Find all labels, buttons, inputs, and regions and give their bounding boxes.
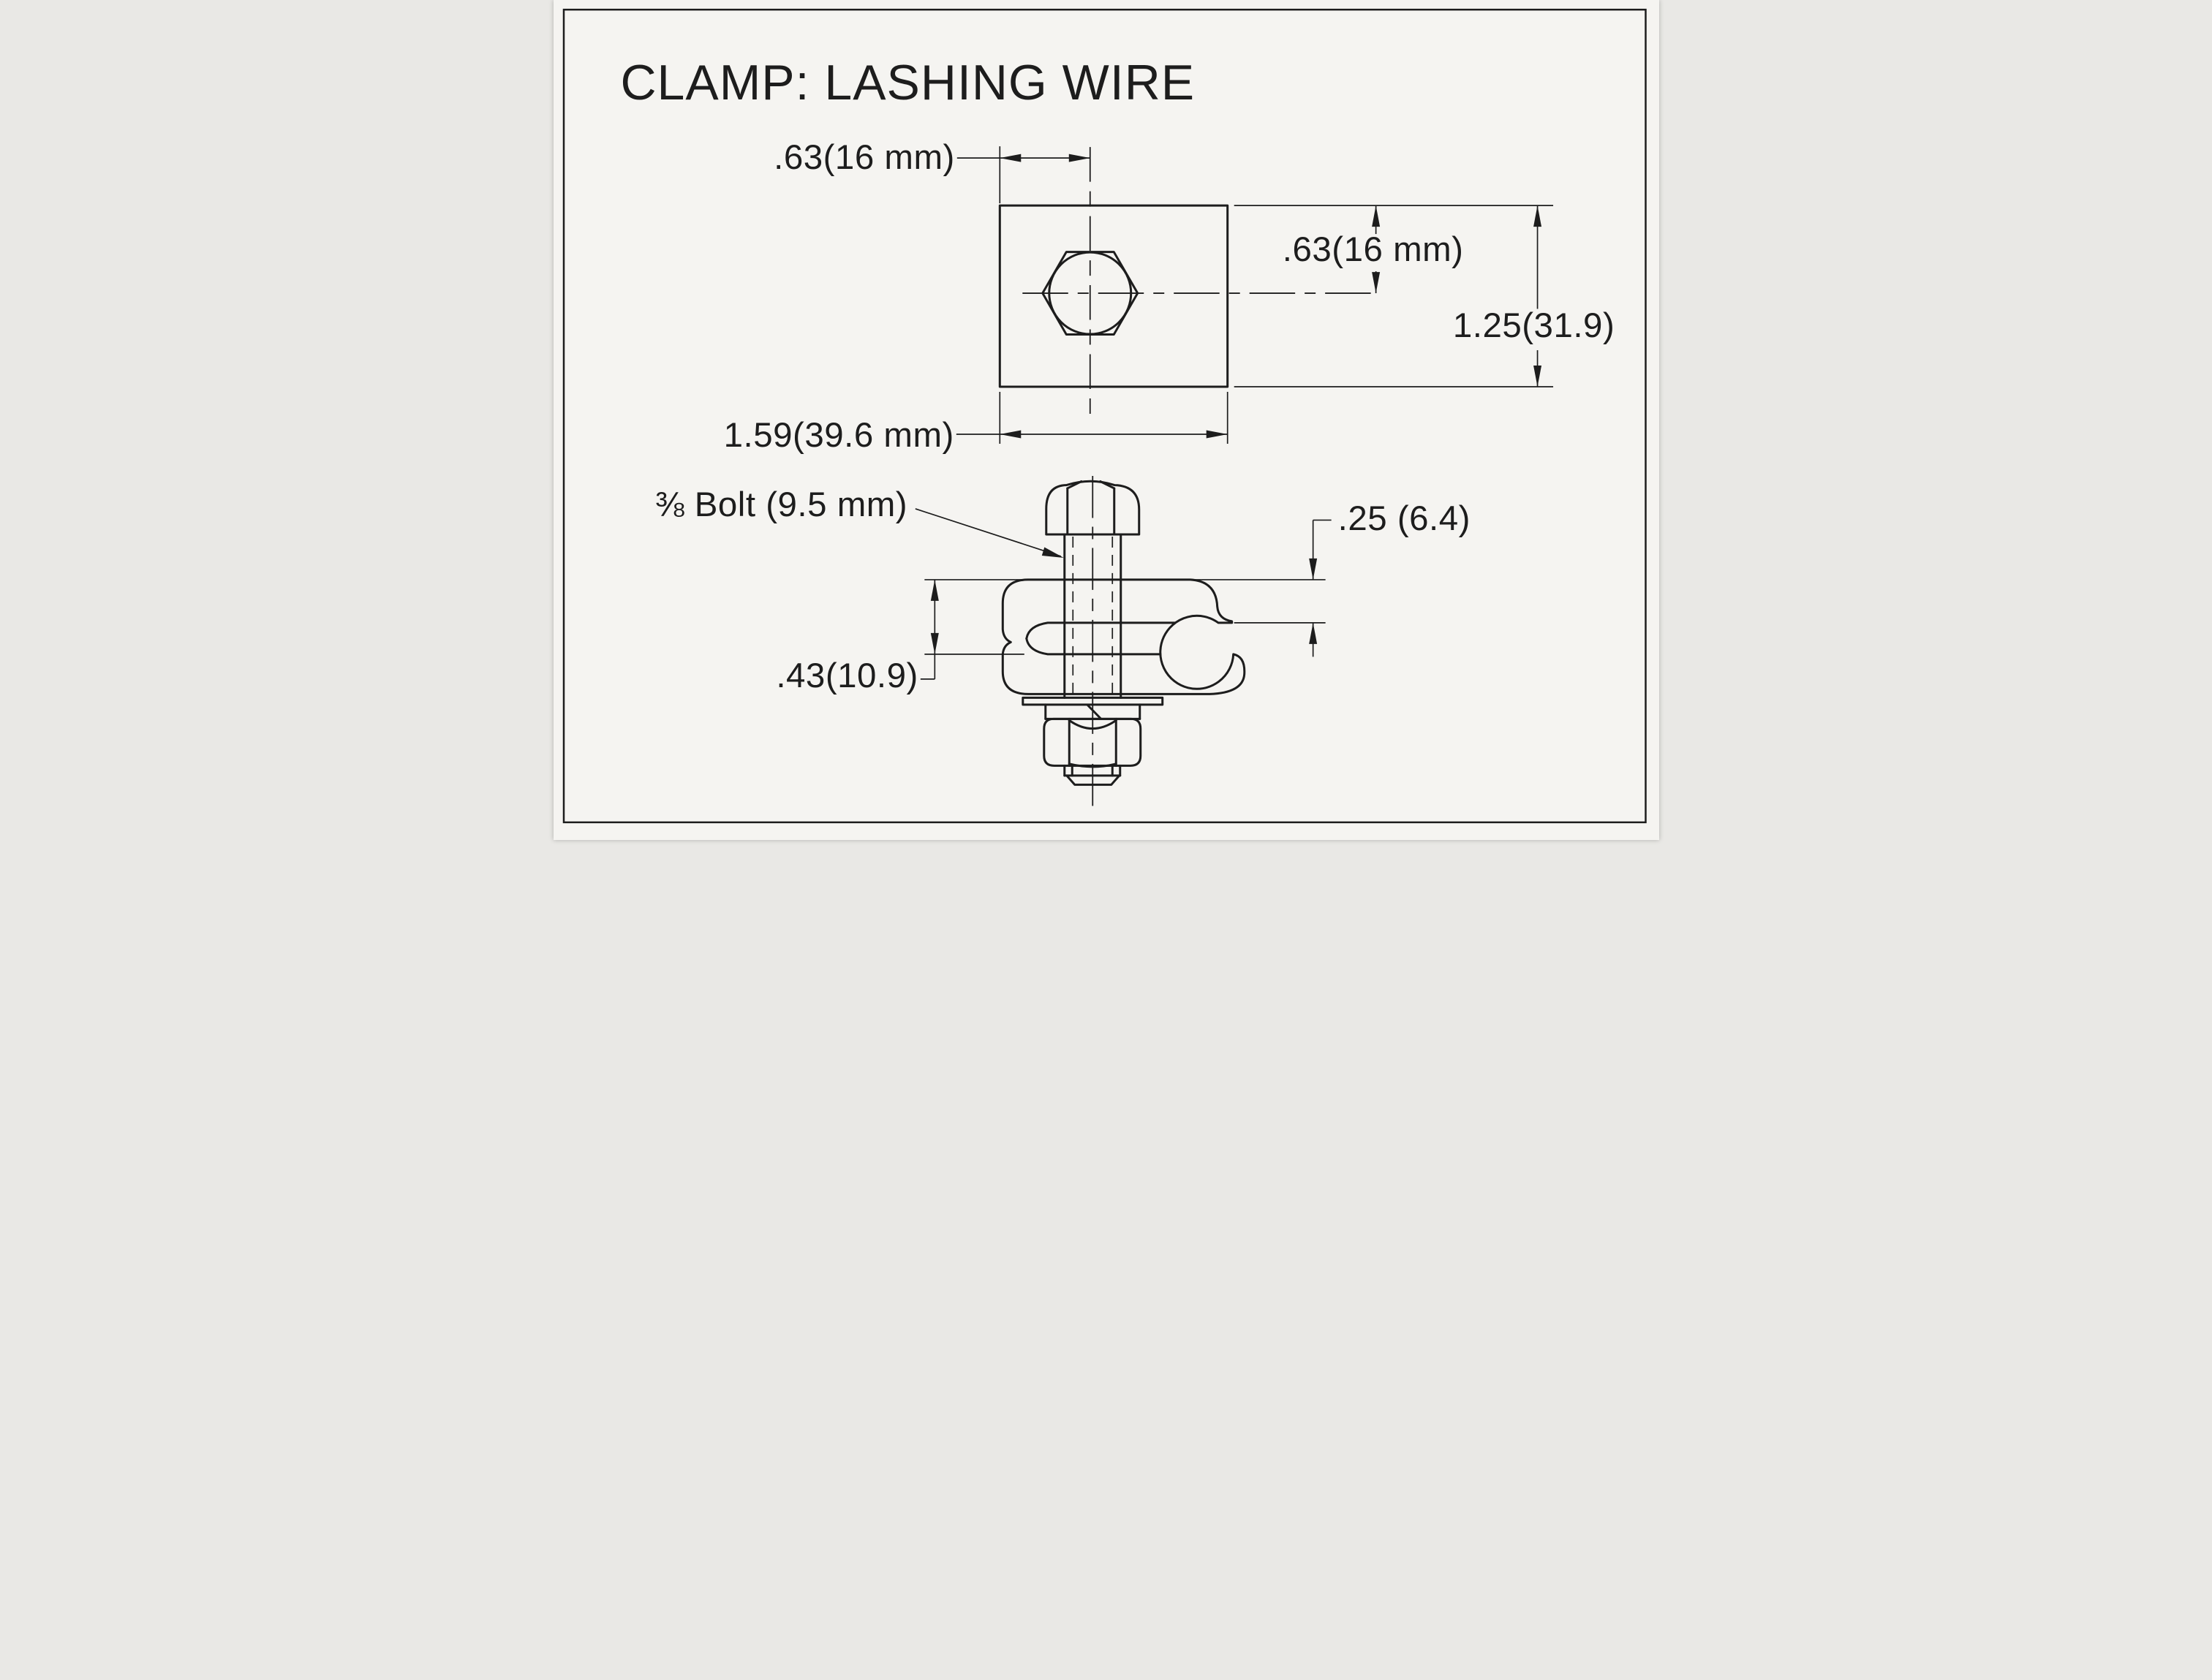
dim-label: .43(10.9) [776, 657, 918, 695]
nut-chamfer-arc-bottom [1068, 763, 1117, 768]
bolt-label: ⅜ Bolt (9.5 mm) [654, 485, 907, 524]
arrowhead-up [1533, 205, 1541, 227]
dim-label: .25 (6.4) [1337, 499, 1470, 538]
clamp-inner-slot [1024, 621, 1177, 656]
dim-label: 1.59(39.6 mm) [723, 416, 954, 455]
arrowhead-up [1308, 622, 1317, 644]
nut-chamfer-arc-top [1068, 719, 1117, 730]
side-view: ⅜ Bolt (9.5 mm) .25 (6.4) .43(10.9) [654, 475, 1470, 810]
dim-label: .63(16 mm) [1282, 230, 1463, 269]
bolt-head-chamfer-right [1098, 480, 1115, 490]
leader-line [915, 508, 1061, 557]
arrowhead-right [1068, 154, 1090, 162]
bolt-callout: ⅜ Bolt (9.5 mm) [654, 485, 1064, 558]
clamp-outer-profile [1001, 578, 1245, 695]
arrowhead-left [999, 430, 1021, 439]
arrowhead-down [1533, 366, 1541, 387]
arrowhead-up [1371, 205, 1380, 227]
dim-overall-height: 1.25(31.9) [1234, 205, 1614, 387]
page-title: CLAMP: LASHING WIRE [620, 55, 1195, 110]
dim-hole-offset-horizontal: .63(16 mm) [774, 138, 1090, 204]
washer [1021, 696, 1163, 706]
top-view: .63(16 mm) .63(16 mm) 1.25(31.9) [723, 138, 1614, 455]
arrowhead-down [1371, 272, 1380, 294]
slot-top-edge [1024, 621, 1177, 640]
dim-jaw-depth: .43(10.9) [776, 579, 1026, 695]
tip-chamfer [1062, 774, 1121, 786]
page-border [562, 8, 1647, 824]
bolt-head-chamfer-left [1065, 480, 1082, 490]
nut-outline [1042, 717, 1141, 767]
dim-label: .63(16 mm) [774, 138, 955, 177]
bolt-head-outline [1044, 480, 1140, 536]
arrowhead-left [999, 154, 1021, 162]
leader-arrowhead [1041, 547, 1064, 558]
drawing-sheet: CLAMP: LASHING WIRE .63(16 mm) .63(16 mm… [553, 0, 1659, 840]
bolt-shank [1062, 533, 1122, 699]
arrowhead-down [1308, 558, 1317, 580]
clamp-body-outline [998, 204, 1228, 388]
dim-label: 1.25(31.9) [1452, 306, 1614, 345]
collar-chamfer-line [1086, 704, 1102, 720]
arrowhead-down [930, 632, 939, 654]
hex-nut [1042, 717, 1141, 768]
dim-overall-width: 1.59(39.6 mm) [723, 392, 1228, 455]
slot-bottom-edge [1024, 637, 1161, 656]
bolt-tip [1062, 764, 1121, 786]
arrowhead-up [930, 579, 939, 601]
arrowhead-right [1206, 430, 1228, 439]
dim-hole-offset-vertical: .63(16 mm) [1234, 205, 1553, 294]
bolt-head [1044, 480, 1140, 536]
drawing-canvas: CLAMP: LASHING WIRE .63(16 mm) .63(16 mm… [562, 8, 1647, 824]
dim-plate-thickness: .25 (6.4) [1192, 499, 1470, 657]
